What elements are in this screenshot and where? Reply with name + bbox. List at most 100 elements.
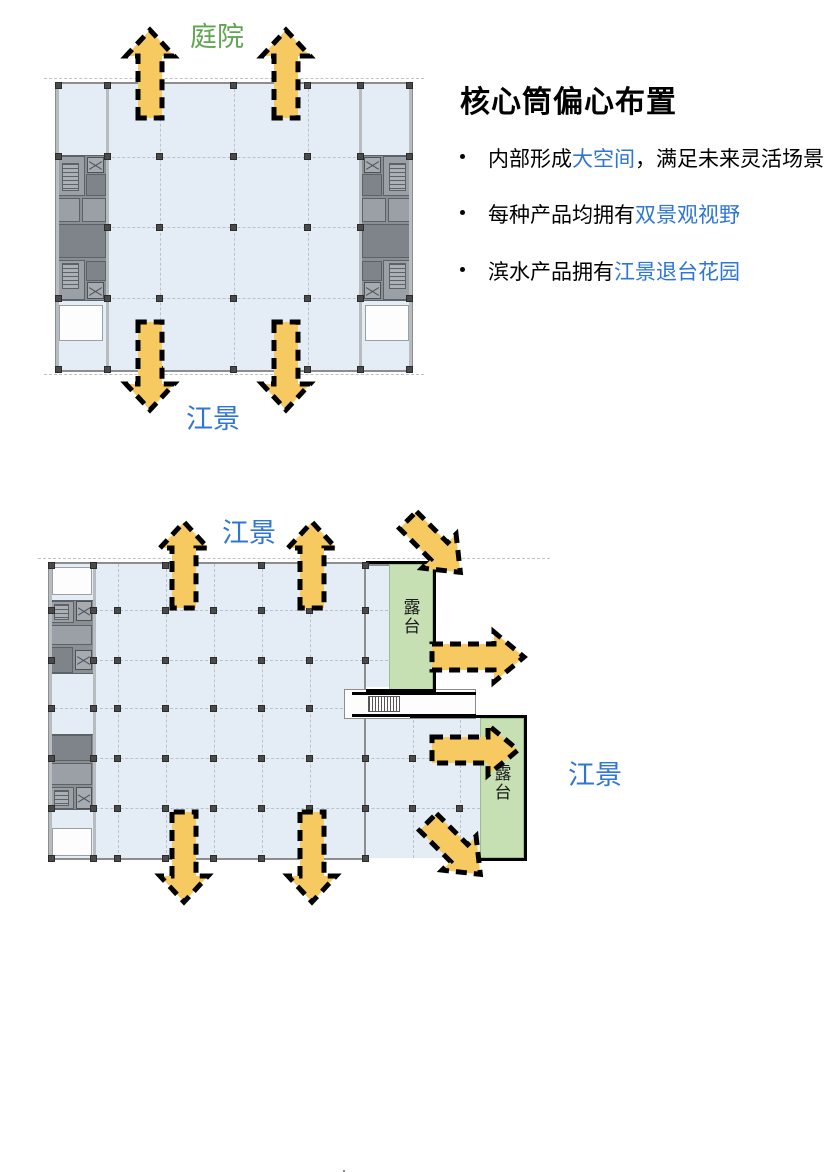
column: [258, 805, 265, 812]
column: [362, 805, 369, 812]
column: [230, 366, 237, 373]
notch-wall: [352, 692, 476, 695]
column: [258, 607, 265, 614]
terrace-label-lower: 露台: [491, 764, 511, 802]
restroom: [51, 625, 92, 645]
core-shaft: [58, 224, 106, 258]
elevator-icon: [76, 787, 92, 809]
side-room: [59, 305, 103, 341]
column: [357, 366, 364, 373]
core-wall: [409, 84, 412, 370]
column: [114, 805, 121, 812]
guide-line: [38, 558, 550, 559]
text-panel: 核心筒偏心布置 内部形成大空间，满足未来灵活场景 每种产品均拥有双景观视野 滨水…: [446, 86, 826, 314]
column: [406, 82, 413, 89]
column: [210, 607, 217, 614]
column: [258, 705, 265, 712]
column: [104, 366, 111, 373]
column: [162, 562, 169, 569]
column: [258, 562, 265, 569]
column: [114, 855, 121, 862]
bullet-dot-icon: [460, 210, 465, 216]
elevator-icon: [364, 282, 381, 299]
column: [90, 755, 97, 762]
column: [48, 805, 55, 812]
terrace-outline: [524, 715, 527, 861]
list-item: 滨水产品拥有江景退台花园: [446, 258, 826, 288]
grid-line-h: [50, 708, 388, 709]
bullet-dot-icon: [460, 154, 465, 159]
column: [90, 607, 97, 614]
column: [258, 755, 265, 762]
column: [306, 607, 313, 614]
column: [304, 366, 311, 373]
column: [210, 805, 217, 812]
floor-plan-bottom: 江景 江景: [0, 470, 700, 1172]
stair-icon: [389, 163, 406, 191]
grid-line-h: [50, 660, 388, 661]
column: [156, 295, 163, 302]
terrace-outline: [366, 561, 436, 564]
column: [162, 607, 169, 614]
column: [210, 705, 217, 712]
side-room: [52, 567, 92, 595]
column: [406, 153, 413, 160]
column: [48, 855, 55, 862]
restroom-left: [58, 198, 80, 222]
guide-line: [44, 374, 424, 375]
grid-line-v: [413, 720, 414, 858]
grid-line-h: [50, 610, 388, 611]
column: [90, 562, 97, 569]
core-room: [86, 261, 106, 281]
column: [162, 755, 169, 762]
bullet-text-pre: 内部形成: [488, 148, 572, 171]
floor-plan-top: 庭院 江景: [0, 0, 446, 470]
floor-plate-extension: [366, 718, 480, 858]
restroom-left: [362, 198, 386, 222]
column: [114, 705, 121, 712]
column: [104, 82, 111, 89]
terrace-label-upper: 露台: [400, 598, 420, 636]
column: [114, 755, 121, 762]
bullet-text-highlight: 江景退台花园: [614, 260, 740, 284]
core-room: [362, 174, 382, 196]
slide-canvas: 核心筒偏心布置 内部形成大空间，满足未来灵活场景 每种产品均拥有双景观视野 滨水…: [0, 0, 836, 917]
column: [55, 366, 62, 373]
elevator-icon: [364, 157, 381, 173]
list-item: 内部形成大空间，满足未来灵活场景: [446, 145, 826, 175]
column: [55, 295, 62, 302]
column: [48, 657, 55, 664]
column: [162, 805, 169, 812]
column: [55, 153, 62, 160]
core-room: [362, 261, 382, 281]
bullet-text-pre: 滨水产品拥有: [488, 260, 614, 284]
column: [362, 755, 369, 762]
column: [362, 562, 369, 569]
bullet-text-post: ，满足未来灵活场景: [635, 148, 824, 171]
column: [258, 855, 265, 862]
bullet-list: 内部形成大空间，满足未来灵活场景 每种产品均拥有双景观视野 滨水产品拥有江景退台…: [446, 145, 826, 288]
column: [357, 295, 364, 302]
column: [48, 562, 55, 569]
column: [357, 224, 364, 231]
column: [357, 153, 364, 160]
stair-icon: [54, 790, 69, 806]
column: [409, 805, 416, 812]
side-room: [365, 305, 409, 341]
bullet-dot-icon: [460, 266, 465, 272]
column: [104, 224, 111, 231]
column: [162, 657, 169, 664]
terrace-outline: [366, 689, 436, 692]
column: [48, 607, 55, 614]
restroom-right: [388, 198, 410, 222]
bullet-text-highlight: 双景观视野: [635, 204, 740, 228]
stair-icon: [62, 263, 79, 289]
label-courtyard-top: 庭院: [190, 22, 244, 52]
core-wall: [56, 84, 59, 370]
column: [90, 855, 97, 862]
column: [162, 705, 169, 712]
label-riverview-right: 江景: [568, 760, 622, 790]
column: [304, 224, 311, 231]
column: [362, 607, 369, 614]
terrace-outline: [433, 561, 436, 692]
